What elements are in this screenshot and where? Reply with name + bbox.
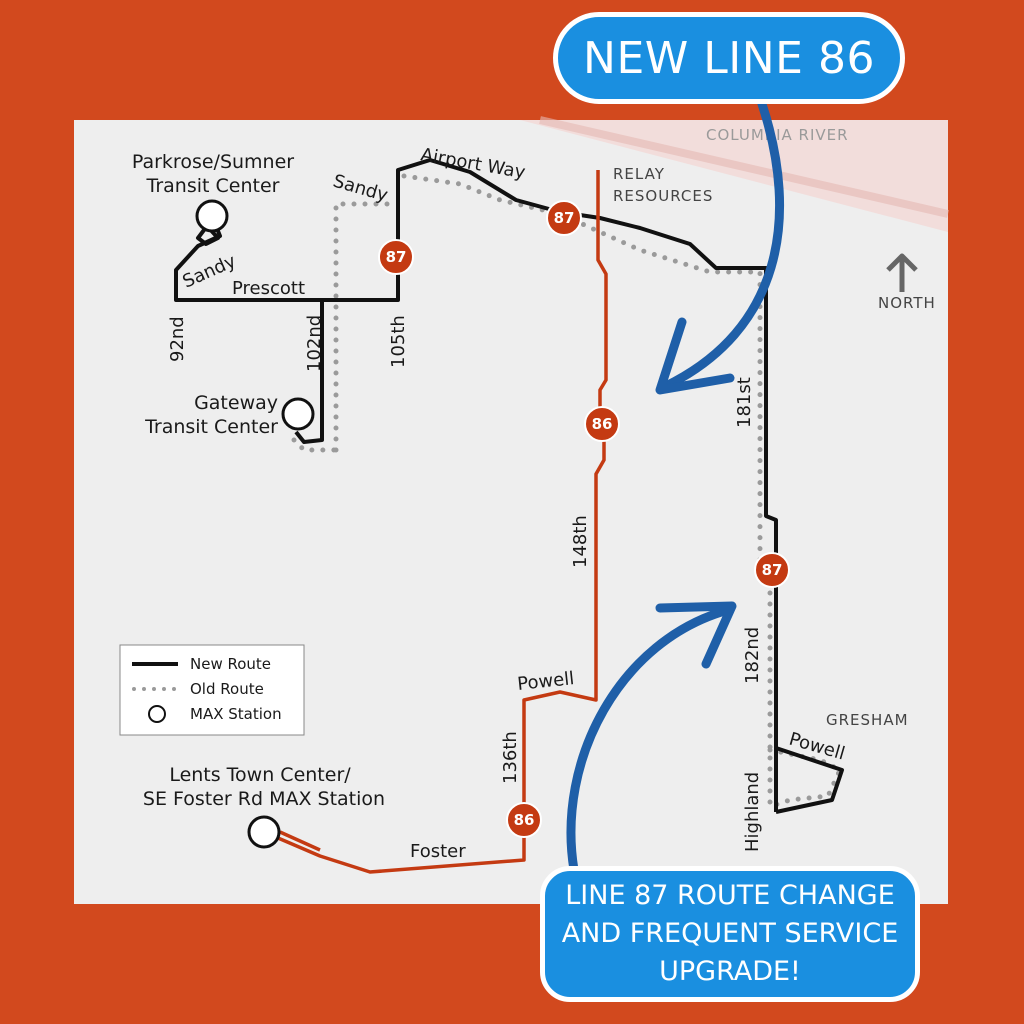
legend-max-station-icon bbox=[148, 705, 166, 723]
parkrose-label-line2: Transit Center bbox=[146, 175, 280, 197]
north-label: NORTH bbox=[878, 294, 936, 312]
svg-text:87: 87 bbox=[762, 561, 783, 579]
street-prescott: Prescott bbox=[232, 278, 305, 299]
street-92nd: 92nd bbox=[167, 316, 188, 362]
badge-87-airport-way: 87 bbox=[546, 200, 582, 236]
street-148th: 148th bbox=[570, 515, 591, 568]
svg-text:87: 87 bbox=[386, 248, 407, 266]
badge-87-182nd: 87 bbox=[754, 552, 790, 588]
street-181st: 181st bbox=[734, 377, 755, 428]
gateway-label-line1: Gateway bbox=[194, 392, 278, 414]
parkrose-station-icon bbox=[195, 199, 229, 233]
badge-87-105th: 87 bbox=[378, 239, 414, 275]
street-foster: Foster bbox=[410, 841, 466, 862]
svg-text:86: 86 bbox=[514, 811, 535, 829]
river-label: COLUMBIA RIVER bbox=[706, 126, 849, 144]
legend-new-route-label: New Route bbox=[190, 655, 271, 673]
legend-max-station-label: MAX Station bbox=[190, 705, 282, 723]
badge-86-148th: 86 bbox=[584, 406, 620, 442]
relay-label-line1: RELAY bbox=[613, 165, 665, 183]
street-182nd: 182nd bbox=[742, 627, 763, 684]
legend-old-route-label: Old Route bbox=[190, 680, 264, 698]
callout-87-line2: AND FREQUENT SERVICE bbox=[561, 918, 899, 949]
callout-87-line3: UPGRADE! bbox=[659, 956, 801, 987]
callout-87-line1: LINE 87 ROUTE CHANGE bbox=[565, 880, 895, 911]
gateway-station-icon bbox=[281, 397, 315, 431]
map-legend: New Route Old Route MAX Station bbox=[119, 644, 305, 736]
relay-label-line2: RESOURCES bbox=[613, 187, 713, 205]
lents-label-line1: Lents Town Center/ bbox=[169, 764, 351, 786]
map-background bbox=[74, 120, 948, 904]
street-highland: Highland bbox=[742, 772, 763, 852]
line-86-route bbox=[277, 170, 608, 874]
badge-86-136th: 86 bbox=[506, 802, 542, 838]
svg-text:86: 86 bbox=[592, 415, 613, 433]
street-136th: 136th bbox=[500, 731, 521, 784]
gresham-label: GRESHAM bbox=[826, 711, 909, 729]
new-route-line bbox=[174, 158, 844, 814]
north-arrow-icon bbox=[886, 253, 918, 292]
line-87-change-callout: LINE 87 ROUTE CHANGE AND FREQUENT SERVIC… bbox=[540, 866, 920, 1002]
river-bank bbox=[539, 116, 949, 218]
columbia-river bbox=[520, 120, 948, 232]
svg-text:87: 87 bbox=[554, 209, 575, 227]
new-line-86-callout: NEW LINE 86 bbox=[553, 12, 905, 104]
arrow-to-line-87-icon bbox=[566, 601, 737, 875]
street-105th: 105th bbox=[388, 315, 409, 368]
street-102nd: 102nd bbox=[304, 315, 325, 372]
arrow-to-line-86-icon bbox=[655, 99, 785, 395]
gateway-label-line2: Transit Center bbox=[144, 416, 278, 438]
parkrose-label-line1: Parkrose/Sumner bbox=[132, 151, 294, 173]
lents-label-line2: SE Foster Rd MAX Station bbox=[143, 788, 385, 810]
lents-station-icon bbox=[247, 815, 281, 849]
